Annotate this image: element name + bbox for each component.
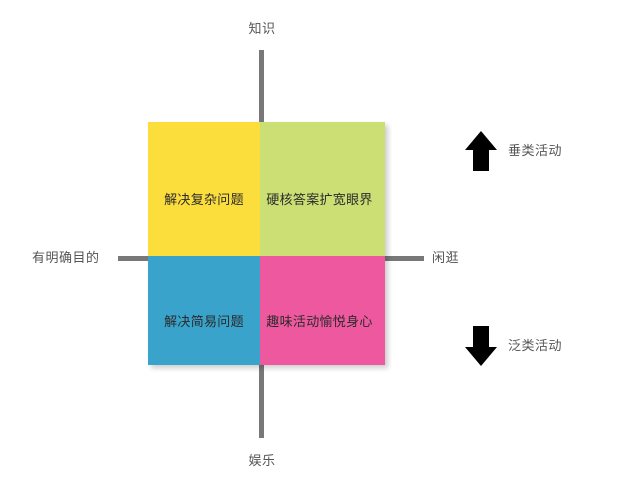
quadrant-bottom-left[interactable]: 解决简易问题 bbox=[148, 256, 260, 365]
axis-label-right: 闲逛 bbox=[432, 250, 460, 265]
axis-label-left: 有明确目的 bbox=[32, 250, 100, 265]
legend-label-vertical-activity: 垂类活动 bbox=[508, 143, 563, 158]
quadrant-bottom-left-label: 解决简易问题 bbox=[164, 313, 244, 329]
quadrant-top-right-label: 硬核答案扩宽眼界 bbox=[266, 192, 373, 207]
arrow-up-icon bbox=[465, 131, 497, 171]
legend-item-general-activity: 泛类活动 bbox=[464, 325, 562, 367]
legend-label-general-activity: 泛类活动 bbox=[508, 338, 563, 353]
legend-item-vertical-activity: 垂类活动 bbox=[464, 130, 562, 172]
quadrant-matrix: 解决复杂问题 硬核答案扩宽眼界 解决简易问题 趣味活动愉悦身心 bbox=[148, 122, 385, 365]
arrow-down-icon bbox=[465, 326, 497, 366]
quadrant-top-right[interactable]: 硬核答案扩宽眼界 bbox=[260, 122, 385, 256]
quadrant-bottom-right[interactable]: 趣味活动愉悦身心 bbox=[260, 256, 385, 365]
quadrant-top-left[interactable]: 解决复杂问题 bbox=[148, 122, 260, 256]
axis-label-top: 知识 bbox=[248, 21, 276, 36]
quadrant-top-left-label: 解决复杂问题 bbox=[164, 192, 244, 207]
quadrant-bottom-right-label: 趣味活动愉悦身心 bbox=[266, 313, 373, 329]
axis-label-bottom: 娱乐 bbox=[248, 453, 276, 468]
